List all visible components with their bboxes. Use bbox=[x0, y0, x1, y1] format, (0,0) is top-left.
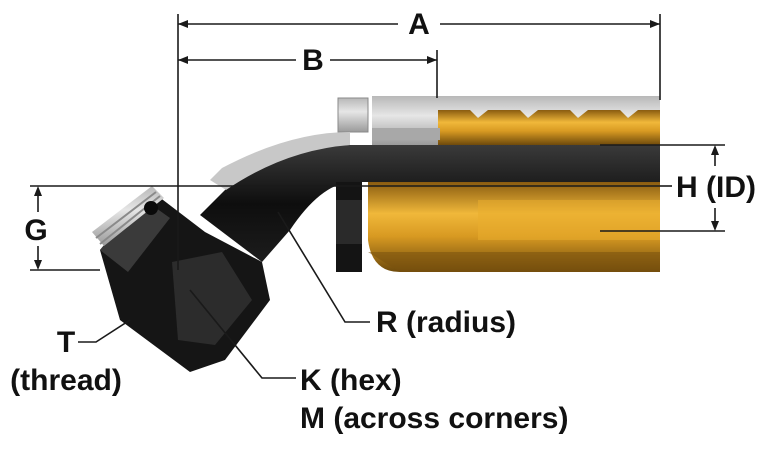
middle-hex bbox=[336, 182, 362, 272]
label-m-across-corners: M (across corners) bbox=[300, 402, 568, 435]
arrowheads bbox=[34, 20, 719, 270]
swivel-nut bbox=[92, 186, 270, 372]
bent-tube bbox=[200, 132, 660, 262]
label-h-id: H (ID) bbox=[676, 171, 756, 204]
socket-shell bbox=[337, 96, 660, 145]
label-b: B bbox=[302, 44, 324, 77]
label-a: A bbox=[408, 8, 430, 41]
label-g: G bbox=[24, 214, 47, 247]
dimension-lines bbox=[30, 14, 725, 379]
label-thread: (thread) bbox=[10, 364, 122, 397]
label-k-hex: K (hex) bbox=[300, 364, 402, 397]
socket-body bbox=[368, 182, 660, 272]
label-t: T bbox=[57, 326, 75, 359]
label-r-radius: R (radius) bbox=[376, 306, 516, 339]
